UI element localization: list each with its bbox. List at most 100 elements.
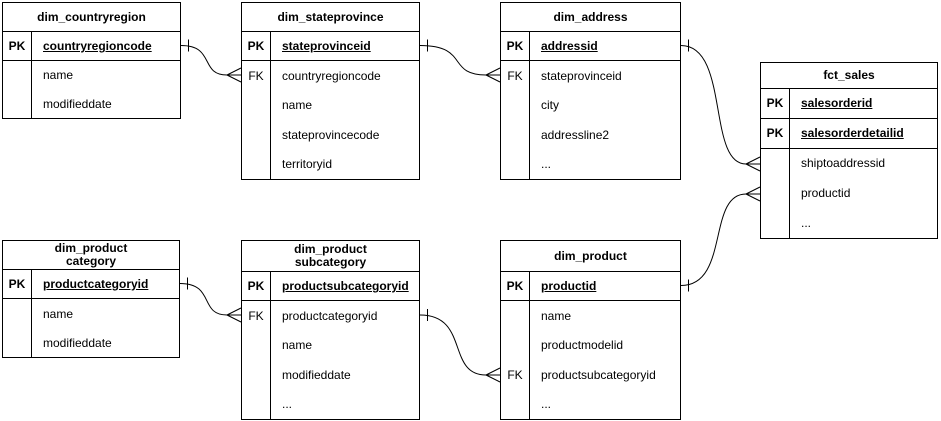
table-row[interactable]: addressline2 xyxy=(501,120,680,150)
table-row[interactable]: FK productcategoryid xyxy=(242,301,419,331)
table-title: dim_product category xyxy=(3,241,179,270)
column-name: ... xyxy=(541,157,552,172)
crow-foot-many-marker xyxy=(485,367,501,383)
key-cell xyxy=(242,330,271,361)
table-row[interactable]: shiptoaddressid xyxy=(761,148,937,179)
column-name: productsubcategoryid xyxy=(282,279,409,294)
key-cell xyxy=(3,60,32,90)
column-name: salesorderid xyxy=(801,96,873,111)
column-name: productcategoryid xyxy=(282,309,378,324)
key-cell xyxy=(501,301,530,331)
relationship-line xyxy=(419,314,487,376)
key-cell xyxy=(501,330,530,361)
relationship-stateprovince-address[interactable] xyxy=(419,39,501,83)
column-name: stateprovinceid xyxy=(541,69,622,84)
relationship-product-sales[interactable] xyxy=(680,186,761,292)
column-name: shiptoaddressid xyxy=(801,156,886,171)
key-cell xyxy=(3,299,32,328)
table-row[interactable]: stateprovincecode xyxy=(242,120,419,150)
table-row[interactable]: name xyxy=(3,299,179,328)
table-row[interactable]: productid xyxy=(761,178,937,209)
table-title: fct_sales xyxy=(761,63,937,89)
key-cell: PK xyxy=(242,32,271,61)
table-row[interactable]: modifieddate xyxy=(3,89,180,118)
table-row[interactable]: productmodelid xyxy=(501,330,680,361)
key-cell: PK xyxy=(3,270,32,298)
table-row[interactable]: ... xyxy=(501,389,680,419)
table-row[interactable]: territoryid xyxy=(242,149,419,179)
key-cell xyxy=(501,90,530,121)
column-name: territoryid xyxy=(282,157,333,172)
table-row[interactable]: modifieddate xyxy=(3,328,179,357)
column-name: stateprovincecode xyxy=(282,127,380,142)
key-cell: PK xyxy=(501,272,530,301)
column-name: productcategoryid xyxy=(43,277,149,291)
column-name: salesorderdetailid xyxy=(801,126,904,141)
table-row[interactable]: ... xyxy=(761,208,937,238)
relationship-line xyxy=(419,45,487,76)
table-row[interactable]: name xyxy=(501,301,680,331)
column-name: productid xyxy=(801,186,851,201)
relationship-line xyxy=(680,193,747,286)
table-row[interactable]: PK salesorderdetailid xyxy=(761,118,937,149)
table-row[interactable]: PK countryregioncode xyxy=(3,32,180,61)
relationship-subcategory-product[interactable] xyxy=(419,309,501,383)
column-name: modifieddate xyxy=(43,335,112,350)
table-row[interactable]: name xyxy=(242,90,419,121)
table-row[interactable]: name xyxy=(3,60,180,90)
key-cell: PK xyxy=(3,32,32,60)
table-title: dim_stateprovince xyxy=(242,3,419,32)
relationship-line xyxy=(180,45,228,76)
key-cell xyxy=(3,89,32,118)
key-cell xyxy=(242,360,271,390)
key-cell: PK xyxy=(761,118,790,148)
column-name: ... xyxy=(541,397,552,412)
relationship-category-subcategory[interactable] xyxy=(179,277,242,323)
table-row[interactable]: city xyxy=(501,90,680,121)
key-cell xyxy=(501,389,530,419)
key-cell xyxy=(501,120,530,150)
relationship-address-sales[interactable] xyxy=(680,39,761,172)
key-cell xyxy=(242,120,271,150)
column-name: addressline2 xyxy=(541,127,610,142)
key-cell: PK xyxy=(501,32,530,61)
table-row[interactable]: ... xyxy=(242,389,419,419)
table-row[interactable]: ... xyxy=(501,149,680,179)
table-row[interactable]: PK productcategoryid xyxy=(3,270,179,299)
key-cell: FK xyxy=(242,301,271,331)
column-name: name xyxy=(43,67,74,82)
crow-foot-many-marker xyxy=(226,307,242,323)
crow-foot-many-marker xyxy=(226,67,242,83)
table-title: dim_product subcategory xyxy=(242,241,419,272)
column-name: city xyxy=(541,98,559,113)
table-title: dim_countryregion xyxy=(3,3,180,32)
column-name: addressid xyxy=(541,39,598,54)
column-name: name xyxy=(282,338,313,353)
table-row[interactable]: FK countryregioncode xyxy=(242,61,419,91)
column-name: modifieddate xyxy=(282,367,351,382)
table-row[interactable]: PK addressid xyxy=(501,32,680,62)
table-row[interactable]: name xyxy=(242,330,419,361)
column-name: countryregioncode xyxy=(43,38,152,53)
column-name: countryregioncode xyxy=(282,69,381,84)
key-cell: FK xyxy=(242,61,271,91)
column-name: ... xyxy=(801,216,812,231)
crow-foot-many-marker xyxy=(485,67,501,83)
table-row[interactable]: modifieddate xyxy=(242,360,419,390)
key-cell xyxy=(501,149,530,179)
relationship-countryregion-stateprovince[interactable] xyxy=(180,39,242,83)
